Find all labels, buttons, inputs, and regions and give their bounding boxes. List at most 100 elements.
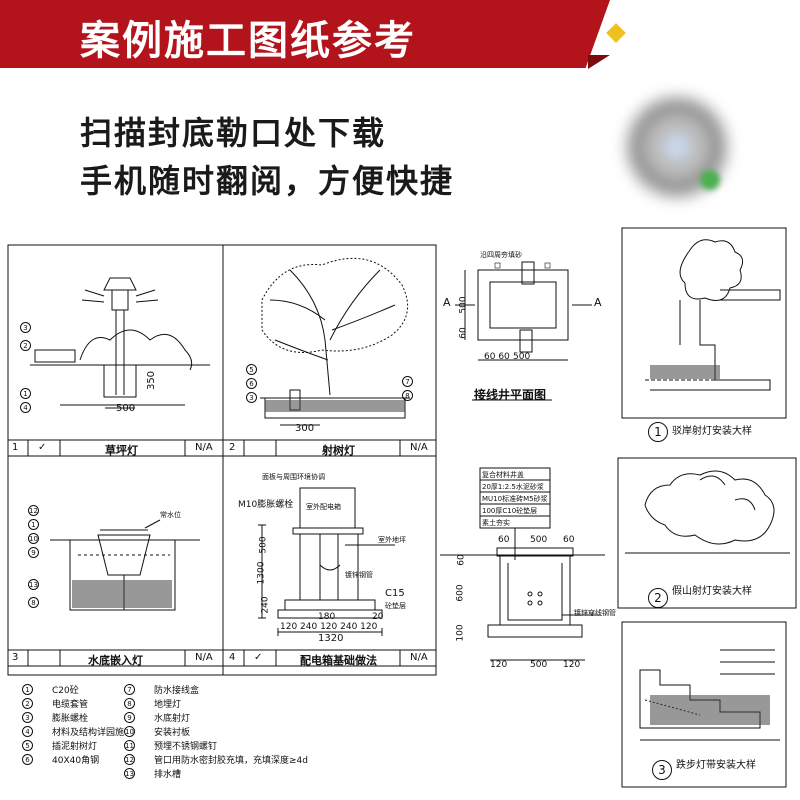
legend-text-3: 膨胀螺栓 (52, 714, 89, 724)
well-plan-dim-width: 500 (513, 352, 531, 362)
legend-num-2: 2 (22, 698, 33, 709)
box-dim-mid: 180 (318, 612, 336, 622)
lawn-lamp-height-dim: 350 (146, 370, 158, 391)
legend-text-10: 安装衬板 (154, 728, 191, 738)
legend-text-7: 防水接线盒 (154, 686, 200, 696)
detail-2-number: 2 (648, 588, 668, 608)
legend-text-8: 地埋灯 (154, 700, 182, 710)
detail-2-drawing (625, 470, 790, 554)
distribution-box-drawing (258, 487, 395, 636)
p3-scale: N/A (195, 652, 213, 663)
qr-logo-icon (700, 170, 720, 190)
p1-callout-1: 3 (20, 322, 31, 333)
well-dim-left-3: 100 (455, 624, 466, 642)
subtitle-line-1: 扫描封底勒口处下载 (80, 114, 387, 152)
well-plan-dim-left: 60 (458, 327, 469, 339)
p3-number: 3 (12, 652, 19, 663)
detail-1-number: 1 (648, 422, 668, 442)
well-dim-bottom-2: 500 (530, 660, 548, 670)
legend-num-10: 10 (124, 726, 135, 737)
drawing-sheet-frame (7, 244, 437, 676)
box-dim-side: 20 (372, 612, 384, 622)
junction-well-section (440, 467, 605, 661)
well-cover-hatch (494, 262, 551, 269)
p3-callout-5: 13 (28, 579, 39, 590)
banner-title: 案例施工图纸参考 (80, 18, 416, 64)
steel-pipe-label: 镀锌钢管 (345, 571, 373, 579)
p2-number: 2 (229, 442, 236, 453)
well-pipe-note: 镀锌穿线钢管 (574, 609, 616, 617)
p1-callout-4: 4 (20, 402, 31, 413)
p3-title: 水底嵌入灯 (88, 654, 143, 667)
well-layer-5: 素土夯实 (482, 519, 510, 527)
detail-3-number: 3 (652, 760, 672, 780)
tree-light-width-dim: 300 (295, 423, 315, 434)
p3-callout-3: 10 (28, 533, 39, 544)
legend-text-5: 插泥射树灯 (52, 742, 98, 752)
legend-num-11: 11 (124, 740, 135, 751)
p1-callout-2: 2 (20, 340, 31, 351)
ground-hatch (72, 365, 770, 725)
p1-title: 草坪灯 (105, 444, 138, 457)
detail-1-drawing (645, 239, 781, 391)
well-plan-dim-bottom: 60 60 (484, 352, 510, 362)
box-dim-h3: 240 (260, 596, 271, 614)
detail-3-title: 跌步灯带安装大样 (676, 760, 756, 771)
p4-number: 4 (229, 652, 236, 663)
m10-bolt-label: M10膨胀螺栓 (238, 500, 294, 510)
water-level-tag: 常水位 (160, 511, 181, 519)
p2-scale: N/A (410, 442, 428, 453)
section-mark-left: A (443, 296, 451, 309)
junction-well-plan (455, 261, 592, 361)
legend-text-13: 排水槽 (154, 770, 182, 780)
c15-label: C15 (385, 588, 405, 599)
legend-num-9: 9 (124, 712, 135, 723)
well-plan-dim-side: 500 (458, 296, 469, 314)
legend-text-4: 材料及结构详园施 (52, 728, 125, 738)
p3-callout-4: 9 (28, 547, 39, 558)
well-dim-top-2: 500 (530, 535, 548, 545)
legend-text-11: 预埋不锈钢螺钉 (154, 742, 218, 752)
p1-number: 1 (12, 442, 19, 453)
p2-callout-1: 5 (246, 364, 257, 375)
legend-num-1: 1 (22, 684, 33, 695)
well-dim-top-3: 60 (563, 535, 575, 545)
section-mark-right: A (594, 296, 602, 309)
outdoor-ground-label: 室外地坪 (378, 536, 406, 544)
p1-scale: N/A (195, 442, 213, 453)
well-layer-1: 复合材料井盖 (482, 471, 524, 479)
well-dim-left-2: 600 (455, 584, 466, 602)
detail-2-title: 假山射灯安装大样 (672, 586, 752, 597)
legend-num-8: 8 (124, 698, 135, 709)
p4-check-icon: ✓ (254, 652, 263, 663)
p1-check-icon: ✓ (38, 442, 47, 453)
legend-num-3: 3 (22, 712, 33, 723)
p2-callout-3: 3 (246, 392, 257, 403)
detail-3-frame (621, 621, 787, 788)
legend-text-9: 水底射灯 (154, 714, 191, 724)
well-layer-2: 20厚1:2.5水泥砂浆 (482, 483, 544, 491)
box-dim-h2: 1300 (256, 561, 267, 585)
well-dim-bottom-3: 120 (563, 660, 581, 670)
box-label: 室外配电箱 (306, 503, 341, 511)
p4-scale: N/A (410, 652, 428, 663)
legend-text-12: 管口用防水密封胶充填，充填深度≥4d (154, 756, 308, 766)
legend-text-1: C20砼 (52, 686, 79, 696)
well-dim-bottom-1: 120 (490, 660, 508, 670)
p3-callout-6: 8 (28, 597, 39, 608)
legend-num-12: 12 (124, 754, 135, 765)
detail-1-frame (621, 227, 787, 419)
p3-callout-2: 1 (28, 519, 39, 530)
p3-callout-1: 12 (28, 505, 39, 516)
box-dim-row: 120 240 120 240 120 (280, 622, 378, 632)
cushion-label: 砼垫层 (385, 602, 406, 610)
legend-num-4: 4 (22, 726, 33, 737)
detail-2-frame (617, 457, 797, 609)
box-dim-bottom: 1320 (318, 633, 344, 644)
well-dim-left-1: 60 (456, 554, 467, 566)
well-plan-title: 接线井平面图 (474, 388, 547, 402)
lawn-lamp-drawing (30, 277, 210, 409)
legend-num-5: 5 (22, 740, 33, 751)
box-top-note: 面板与周围环境协调 (262, 473, 325, 481)
